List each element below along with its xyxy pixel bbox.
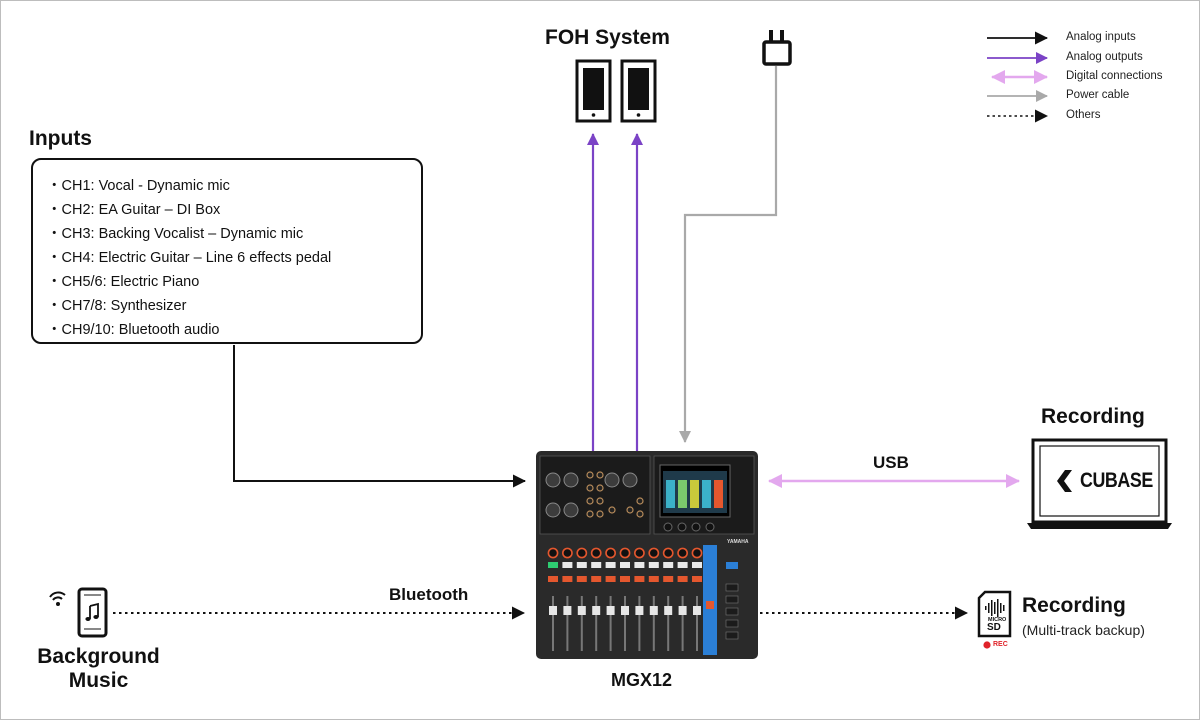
fader-cap [621,606,629,615]
input-item: ・CH1: Vocal - Dynamic mic [47,178,230,194]
fader-track [681,596,684,651]
inputs-list-box: ・CH1: Vocal - Dynamic mic ・CH2: EA Guita… [31,158,423,344]
input-item: ・CH9/10: Bluetooth audio [47,322,220,338]
channel-knob [691,547,703,559]
legend-label-analog-inputs: Analog inputs [1066,31,1136,43]
channel-button [692,576,702,582]
laptop-icon [1027,438,1172,529]
foh-system-title: FOH System [545,26,670,49]
background-music-line2: Music [68,669,129,692]
channel-button [576,576,587,582]
recording-sd-subtitle: (Multi-track backup) [1022,622,1145,638]
legend-label-others: Others [1066,109,1101,121]
channel-button [562,576,573,582]
channel-button [634,562,645,568]
sd-card-sd-text: SD [987,622,1001,633]
channel-knob [619,547,631,559]
fader-cap [563,606,572,615]
channel-knob [634,547,645,559]
channel-button [605,576,616,582]
channel-button [605,562,616,568]
channel-knob [648,547,660,559]
fader-cap [592,606,601,615]
mixer-name: MGX12 [611,670,673,690]
fader-track [580,596,583,651]
fader-cap [678,606,687,615]
channel-button [677,562,688,568]
channel-button [548,576,558,582]
channel-button [591,576,602,582]
music-note-icon [85,602,99,621]
sd-card-micro-text: MICRO [988,617,1007,623]
channel-button [663,562,674,568]
speaker-icon [575,59,612,123]
power-plug-icon [762,30,792,66]
channel-button [634,576,645,582]
background-music-title: Background Music [22,645,175,693]
fader-track [638,596,641,651]
fader-track [609,596,612,651]
fader-cap [577,606,586,615]
analog-input-line [233,345,526,488]
channel-button [692,562,702,568]
recording-sd-title: Recording [1022,594,1126,617]
channel-button [663,576,674,582]
channel-knob [605,547,616,559]
speaker-icon [620,59,657,123]
recording-usb-title: Recording [1041,405,1145,428]
fader-track [652,596,655,651]
sd-card-icon [977,590,1012,638]
fader-track [566,596,569,651]
channel-button [648,576,659,582]
legend [987,31,1048,123]
channel-knob [576,547,588,559]
legend-label-power: Power cable [1066,89,1130,101]
fader-track [667,596,670,651]
input-item: ・CH5/6: Electric Piano [47,274,200,290]
cubase-logo-text: CUBASE [1080,469,1153,492]
rec-dot-icon [983,641,991,649]
channel-button [648,562,659,568]
mixer-device [536,451,758,659]
fader-track [552,596,554,651]
channel-button [562,562,573,568]
rec-label: REC [993,641,1008,648]
fader-track [595,596,598,651]
bluetooth-label: Bluetooth [389,585,469,604]
channel-button [576,562,587,568]
fader-cap [664,606,673,615]
smartphone-icon [77,587,108,638]
channel-button [591,562,602,568]
channel-button [620,562,630,568]
background-music-line1: Background [37,645,160,668]
fader-cap [606,606,615,615]
channel-knob [547,547,559,559]
input-item: ・CH4: Electric Guitar – Line 6 effects p… [47,250,332,266]
input-item: ・CH2: EA Guitar – DI Box [47,202,221,218]
channel-knob [677,547,688,559]
power-cable-line [679,66,778,443]
channel-knob [662,547,674,559]
channel-button [548,562,558,568]
channel-button [677,576,688,582]
channel-knob [590,547,602,559]
channel-knob [562,547,573,559]
legend-label-digital: Digital connections [1066,70,1163,82]
usb-label: USB [873,453,909,472]
legend-label-analog-outputs: Analog outputs [1066,51,1143,63]
fader-cap [635,606,644,615]
fader-track [624,596,626,651]
inputs-title: Inputs [29,127,92,150]
input-item: ・CH3: Backing Vocalist – Dynamic mic [47,226,304,242]
channel-button [620,576,630,582]
wireless-icon [49,591,66,606]
mixer-brand: YAMAHA [727,539,749,545]
fader-cap [693,606,701,615]
fader-cap [649,606,658,615]
fader-track [696,596,698,651]
input-item: ・CH7/8: Synthesizer [47,298,187,314]
fader-cap [549,606,557,615]
